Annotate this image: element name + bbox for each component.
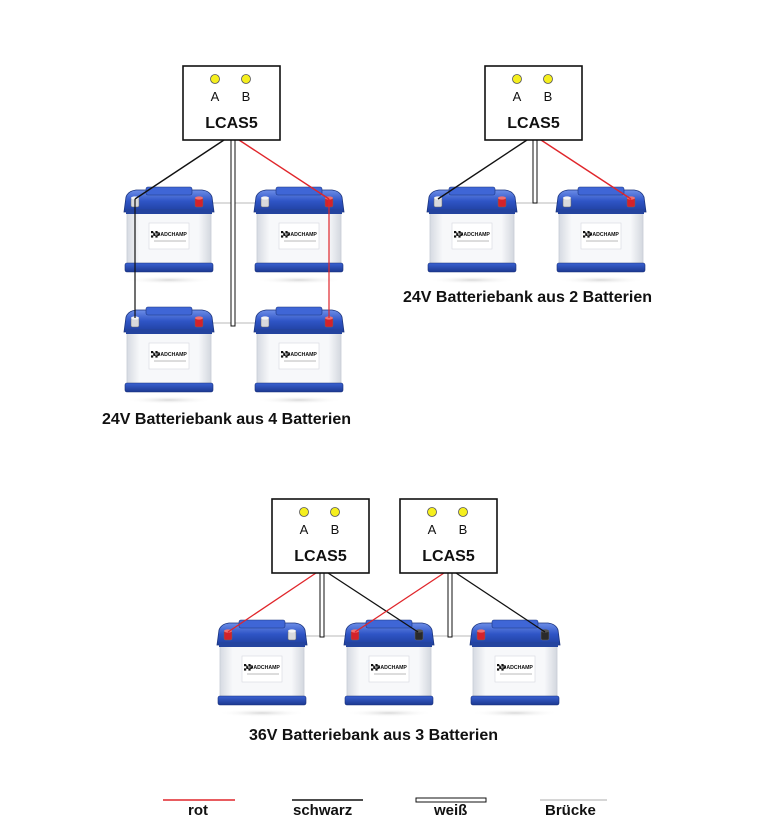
battery-b2: LOADCHAMP	[555, 186, 647, 284]
black-wire	[134, 139, 225, 200]
controller-box	[182, 65, 281, 141]
led-b-icon	[330, 507, 340, 517]
led-a-icon	[512, 74, 522, 84]
battery-brand: LOADCHAMP	[456, 232, 490, 238]
led-a-label: A	[300, 522, 309, 537]
controller-name: LCAS5	[507, 115, 560, 132]
battery-brand: LOADCHAMP	[153, 352, 187, 358]
battery-brand: LOADCHAMP	[153, 232, 187, 238]
led-a-label: A	[513, 89, 522, 104]
controller-2: A B LCAS5	[484, 65, 583, 141]
controller-4: A B LCAS5	[399, 498, 498, 574]
led-b-label: B	[544, 89, 553, 104]
legend-label-rot: rot	[188, 802, 208, 819]
battery-brand: LOADCHAMP	[246, 665, 280, 671]
white-wire	[230, 139, 236, 327]
white-wire	[319, 572, 325, 638]
controller-name: LCAS5	[205, 115, 258, 132]
battery-brand: LOADCHAMP	[499, 665, 533, 671]
white-wire	[447, 572, 453, 638]
battery-b1: LOADCHAMP	[426, 186, 518, 284]
caption-36v-3-batteries: 36V Batteriebank aus 3 Batterien	[249, 727, 498, 744]
red-wire	[227, 572, 317, 633]
controller-name: LCAS5	[294, 548, 347, 565]
legend: rot schwarz weiß Brücke	[163, 797, 607, 819]
controller-3: A B LCAS5	[271, 498, 370, 574]
caption-24v-4-batteries: 24V Batteriebank aus 4 Batterien	[102, 411, 351, 428]
legend-label-bruecke: Brücke	[545, 802, 596, 819]
led-a-icon	[210, 74, 220, 84]
batteries: LOADCHAMP LOADCHAMP LOADCHAMP LOADCHAMP LOAD…	[123, 186, 647, 717]
controller-box	[271, 498, 370, 574]
battery-brand: LOADCHAMP	[283, 352, 317, 358]
battery-c3: LOADCHAMP	[469, 619, 561, 717]
led-b-label: B	[459, 522, 468, 537]
led-a-icon	[299, 507, 309, 517]
wires-top	[134, 139, 632, 633]
led-b-icon	[458, 507, 468, 517]
battery-c2: LOADCHAMP	[343, 619, 435, 717]
controller-name: LCAS5	[422, 548, 475, 565]
controller-box	[399, 498, 498, 574]
legend-label-schwarz: schwarz	[293, 802, 352, 819]
battery-c1: LOADCHAMP	[216, 619, 308, 717]
battery-brand: LOADCHAMP	[283, 232, 317, 238]
black-wire	[327, 572, 419, 633]
legend-swatch-weiss	[415, 797, 487, 803]
battery-brand: LOADCHAMP	[373, 665, 407, 671]
led-a-label: A	[428, 522, 437, 537]
battery-a1: LOADCHAMP	[123, 186, 215, 284]
controller-box	[484, 65, 583, 141]
red-wire	[354, 572, 445, 633]
led-a-label: A	[211, 89, 220, 104]
black-wire	[437, 139, 528, 200]
led-a-icon	[427, 507, 437, 517]
led-b-icon	[241, 74, 251, 84]
battery-a4: LOADCHAMP	[253, 306, 345, 404]
battery-a2: LOADCHAMP	[253, 186, 345, 284]
red-wire	[238, 139, 330, 200]
controller-1: A B LCAS5	[182, 65, 281, 141]
battery-a3: LOADCHAMP	[123, 306, 215, 404]
led-b-label: B	[331, 522, 340, 537]
white-wire	[532, 139, 538, 204]
led-b-label: B	[242, 89, 251, 104]
legend-label-weiss: weiß	[433, 802, 467, 819]
battery-brand: LOADCHAMP	[585, 232, 619, 238]
led-b-icon	[543, 74, 553, 84]
black-wire	[455, 572, 546, 633]
caption-24v-2-batteries: 24V Batteriebank aus 2 Batterien	[403, 289, 652, 306]
red-wire	[540, 139, 632, 200]
